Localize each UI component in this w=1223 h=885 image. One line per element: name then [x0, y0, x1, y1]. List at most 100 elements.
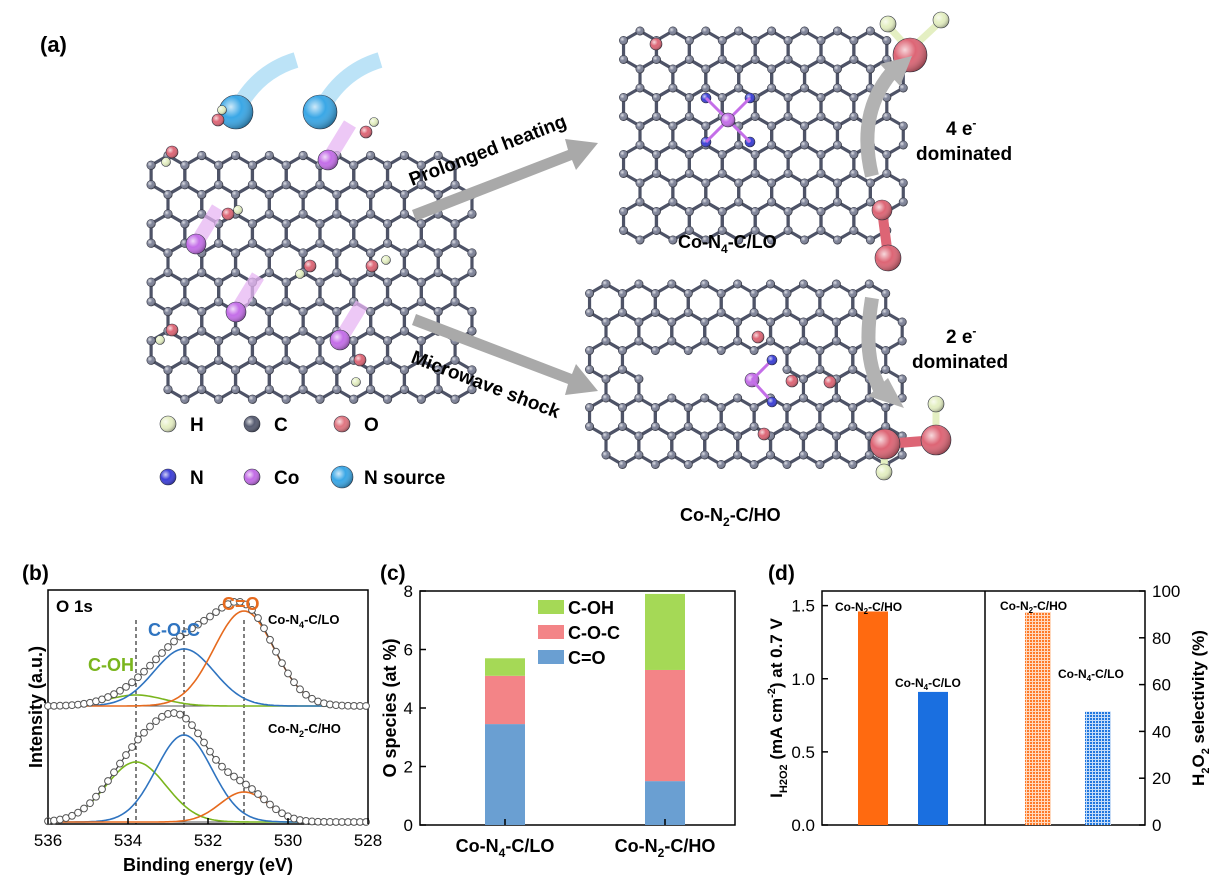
carbon-atom-shade — [866, 178, 875, 188]
carbon-atom-shade — [799, 336, 808, 346]
carbon-atom-shade — [849, 150, 859, 159]
carbon-atom-shade — [214, 297, 223, 307]
carbon-atom-shade — [684, 422, 693, 431]
annotation-c-o-c: C-O-C — [148, 620, 200, 640]
carbon-atom-shade — [701, 178, 710, 188]
data-point — [134, 735, 142, 744]
carbon-atom-shade — [349, 277, 359, 287]
carbon-atom-shade — [619, 93, 628, 102]
panel-c-ylabel: O species (at %) — [380, 638, 400, 777]
carbon-atom-shade — [898, 336, 907, 346]
carbon-atom-shade — [882, 169, 891, 178]
carbon-atom-shade — [800, 26, 809, 36]
carbon-atom-shade — [400, 209, 409, 219]
two-electron-arrowhead — [868, 378, 904, 408]
carbon-atom-shade — [349, 180, 359, 190]
carbon-atom-shade — [315, 238, 325, 248]
carbon-atom-shade — [248, 238, 257, 248]
carbon-atom-shade — [733, 317, 742, 327]
carbon-atom-shade — [433, 385, 443, 394]
carbon-atom-shade — [298, 209, 308, 219]
carbon-atom-shade — [733, 393, 742, 403]
two-electron-dominated: dominated — [912, 352, 1008, 373]
carbon-atom-shade — [281, 180, 291, 190]
data-point — [110, 690, 118, 699]
carbon-atom-shade — [651, 460, 660, 469]
carbon-atom-shade — [146, 336, 156, 346]
carbon-atom-shade — [248, 219, 257, 229]
carbon-atom-shade — [734, 197, 743, 207]
graphene-sheet-co-n2 — [585, 279, 907, 469]
carbon-atom-shade — [849, 36, 859, 45]
data-point — [152, 717, 160, 726]
carbon-atom-shade — [417, 355, 426, 365]
carbon-atom-shade — [618, 346, 627, 355]
data-point — [200, 738, 208, 747]
data-point — [80, 804, 88, 813]
carbon-atom-shade — [248, 180, 257, 190]
carbon-atom-shade — [766, 336, 775, 346]
hex-ring — [637, 310, 674, 353]
spectrum-label-co-n4: Co-N4-C/LO — [268, 612, 339, 630]
peroxide-oxygen-shade — [870, 429, 900, 459]
legend-label-c-o-c: C-O-C — [568, 623, 620, 643]
carbon-atom-shade — [265, 307, 274, 316]
carbon-atom-shade — [214, 394, 223, 404]
y-tick-label: 0 — [404, 816, 413, 835]
carbon-atom-shade — [718, 207, 727, 216]
carbon-atom-shade — [417, 238, 426, 248]
carbon-atom-shade — [467, 365, 477, 375]
carbon-atom-shade — [585, 365, 594, 374]
carbon-atom-shade — [733, 450, 742, 460]
component-c-o-c — [48, 648, 368, 707]
panel-d-ylabel-left: IH2O2 (mA cm-2) at 0.7 V — [766, 618, 790, 798]
carbon-atom-shade — [700, 279, 709, 289]
microwave-shock-arrow — [412, 314, 598, 395]
oxygen-atom-shade — [824, 376, 836, 388]
data-point — [164, 643, 172, 651]
carbon-atom-shade — [197, 326, 207, 336]
data-point — [248, 606, 256, 614]
carbon-atom-shade — [668, 64, 678, 74]
carbon-atom-shade — [146, 160, 156, 170]
carbon-atom-shade — [651, 403, 660, 412]
data-point — [296, 685, 304, 694]
y-tick-label: 8 — [404, 582, 413, 601]
carbon-atom-shade — [799, 431, 808, 441]
carbon-atom-shade — [450, 180, 460, 190]
carbon-atom-shade — [667, 317, 676, 327]
graphene-sheet-co-n4 — [619, 26, 908, 245]
carbon-atom-shade — [667, 336, 676, 346]
carbon-atom-shade — [881, 422, 890, 431]
carbon-atom-shade — [400, 151, 409, 160]
carbon-atom-shade — [248, 394, 257, 404]
carbon-atom-shade — [832, 450, 841, 460]
surface-oxygen-shade — [166, 146, 178, 158]
selectivity-bar-label: Co-N4-C/LO — [1058, 667, 1124, 683]
carbon-atom-shade — [652, 150, 661, 159]
carbon-atom-shade — [619, 207, 628, 216]
data-point — [158, 649, 166, 657]
carbon-atom-shade — [619, 226, 628, 235]
carbon-atom-shade — [751, 207, 760, 216]
current-bar — [918, 691, 948, 825]
microwave-shock-label: Microwave shock — [408, 347, 563, 423]
data-point — [176, 632, 184, 641]
carbon-atom-shade — [635, 140, 645, 150]
carbon-atom-shade — [668, 26, 678, 36]
carbon-atom-shade — [400, 365, 409, 375]
carbon-atom-shade — [383, 297, 392, 307]
selectivity-bar — [1025, 612, 1051, 825]
carbon-atom-shade — [163, 190, 173, 199]
carbon-atom-shade — [782, 422, 792, 431]
bar-c-o-c — [645, 669, 685, 782]
carbon-atom-shade — [332, 190, 342, 199]
carbon-atom-shade — [701, 26, 710, 36]
carbon-atom-shade — [701, 64, 710, 74]
carbon-atom-shade — [400, 190, 409, 199]
carbon-atom-shade — [383, 355, 392, 365]
carbon-atom-shade — [815, 422, 825, 431]
y-tick-label: 6 — [404, 641, 413, 660]
carbon-atom-shade — [751, 226, 760, 235]
carbon-atom-shade — [783, 226, 793, 235]
